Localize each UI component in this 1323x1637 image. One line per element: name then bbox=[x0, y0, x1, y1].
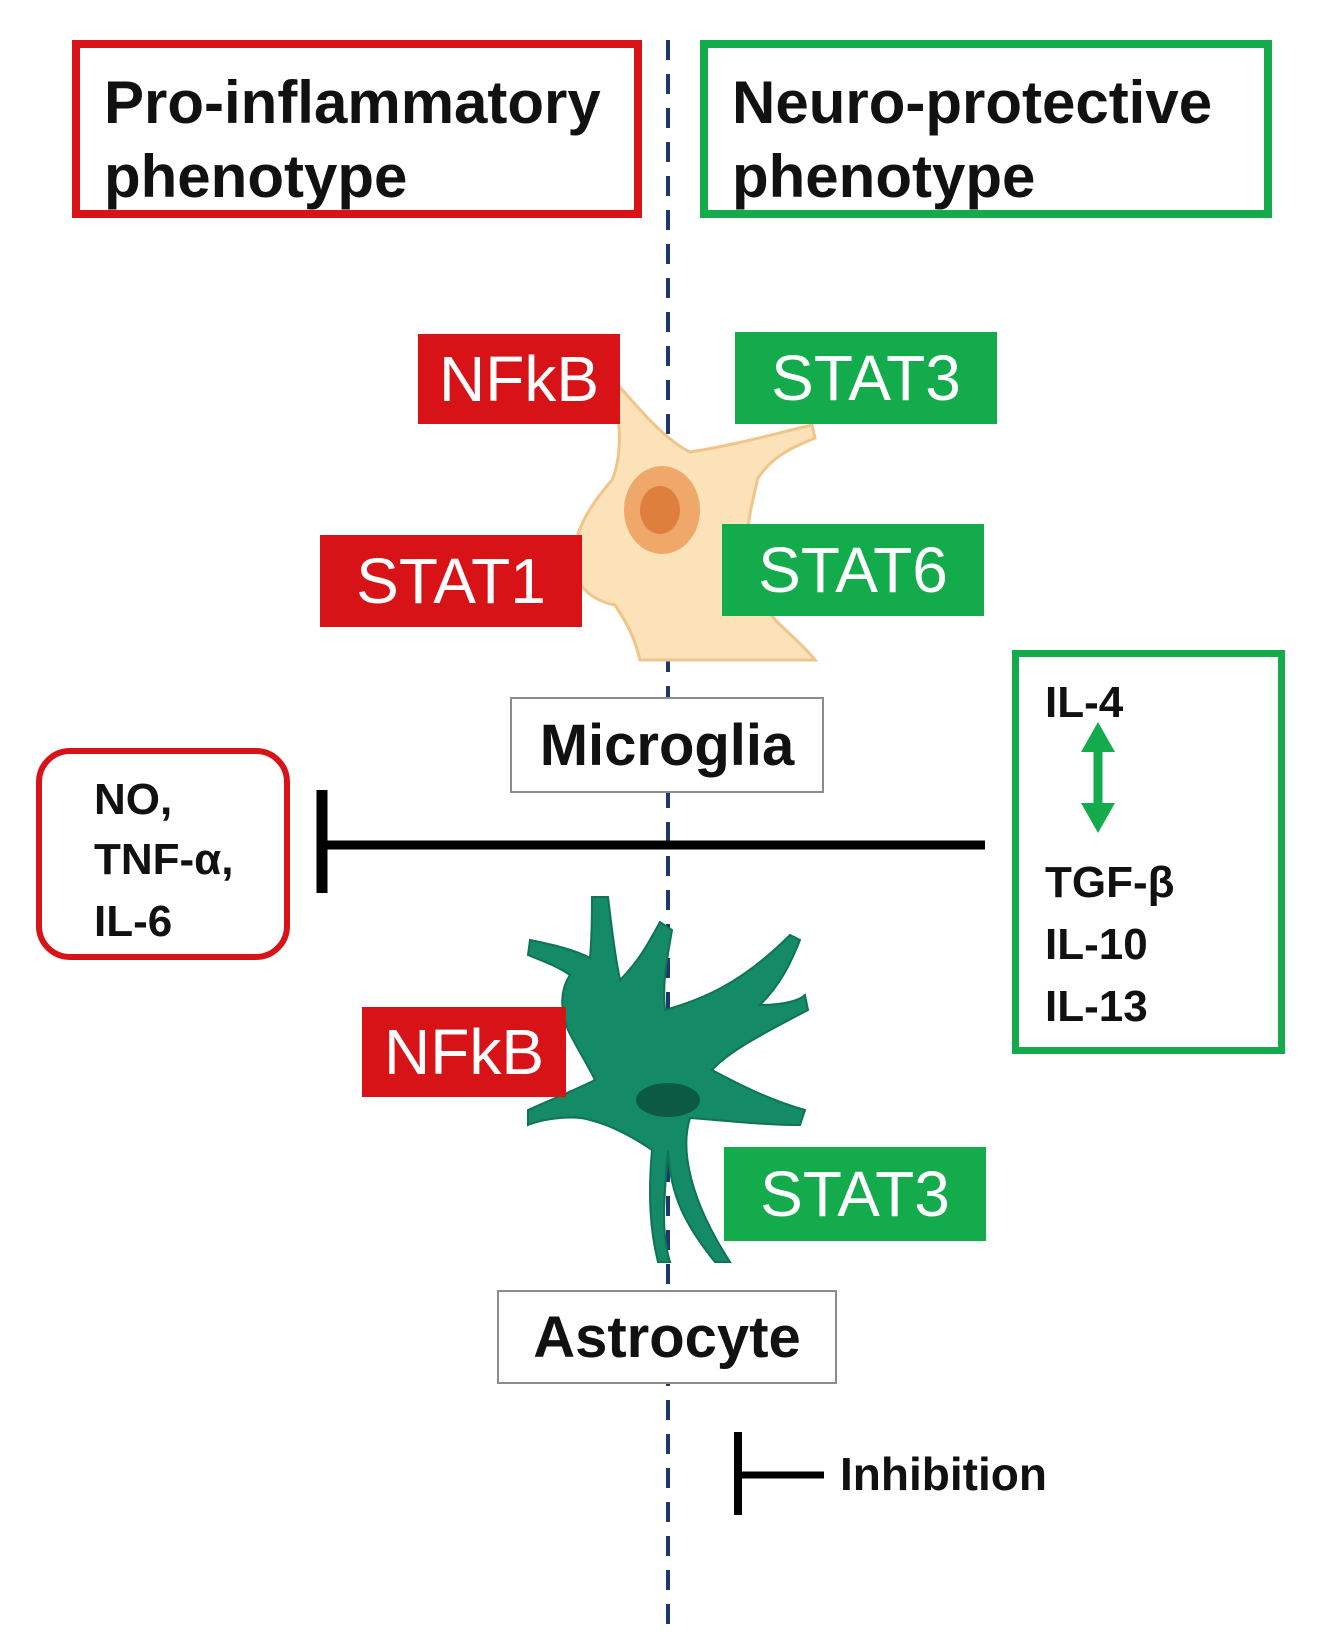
legend-inhibition-label: Inhibition bbox=[840, 1448, 1047, 1500]
pro-inflammatory-header: Pro-inflammatory phenotype bbox=[72, 40, 642, 218]
astrocyte-nfkb-tag: NFkB bbox=[362, 1007, 566, 1097]
microglia-stat1-tag: STAT1 bbox=[320, 535, 582, 627]
legend-inhibition-icon bbox=[734, 1432, 824, 1515]
neuro-cytokines-box: IL-4 TGF-β IL-10 IL-13 bbox=[1012, 650, 1285, 1054]
astrocyte-stat3-tag: STAT3 bbox=[724, 1147, 986, 1241]
pro-cytokine-tnf: TNF-α, bbox=[94, 835, 234, 884]
double-arrow bbox=[1081, 722, 1115, 833]
microglia-nucleus bbox=[640, 486, 680, 534]
neuro-cytokine-il4: IL-4 bbox=[1045, 678, 1124, 727]
astrocyte-label: Astrocyte bbox=[497, 1290, 837, 1384]
neuro-cytokine-il13: IL-13 bbox=[1045, 982, 1148, 1031]
pro-inflammatory-title: Pro-inflammatory phenotype bbox=[104, 69, 601, 210]
neuro-protective-title: Neuro-protective phenotype bbox=[732, 69, 1213, 210]
neuro-cytokine-tgfb: TGF-β bbox=[1045, 858, 1175, 907]
astrocyte-nucleus bbox=[636, 1083, 700, 1117]
microglia-nfkb-tag: NFkB bbox=[418, 334, 620, 424]
pro-cytokine-no: NO, bbox=[94, 775, 173, 824]
neuro-protective-header: Neuro-protective phenotype bbox=[700, 40, 1272, 218]
microglia-label: Microglia bbox=[510, 697, 824, 793]
pro-cytokines-box: NO, TNF-α, IL-6 bbox=[36, 748, 290, 960]
astrocyte-body bbox=[526, 896, 810, 1263]
neuro-cytokine-il10: IL-10 bbox=[1045, 920, 1148, 969]
microglia-stat6-tag: STAT6 bbox=[722, 524, 984, 616]
astrocyte-cell bbox=[526, 896, 810, 1263]
microglia-stat3-tag: STAT3 bbox=[735, 332, 997, 424]
pro-cytokine-il6: IL-6 bbox=[94, 897, 173, 946]
